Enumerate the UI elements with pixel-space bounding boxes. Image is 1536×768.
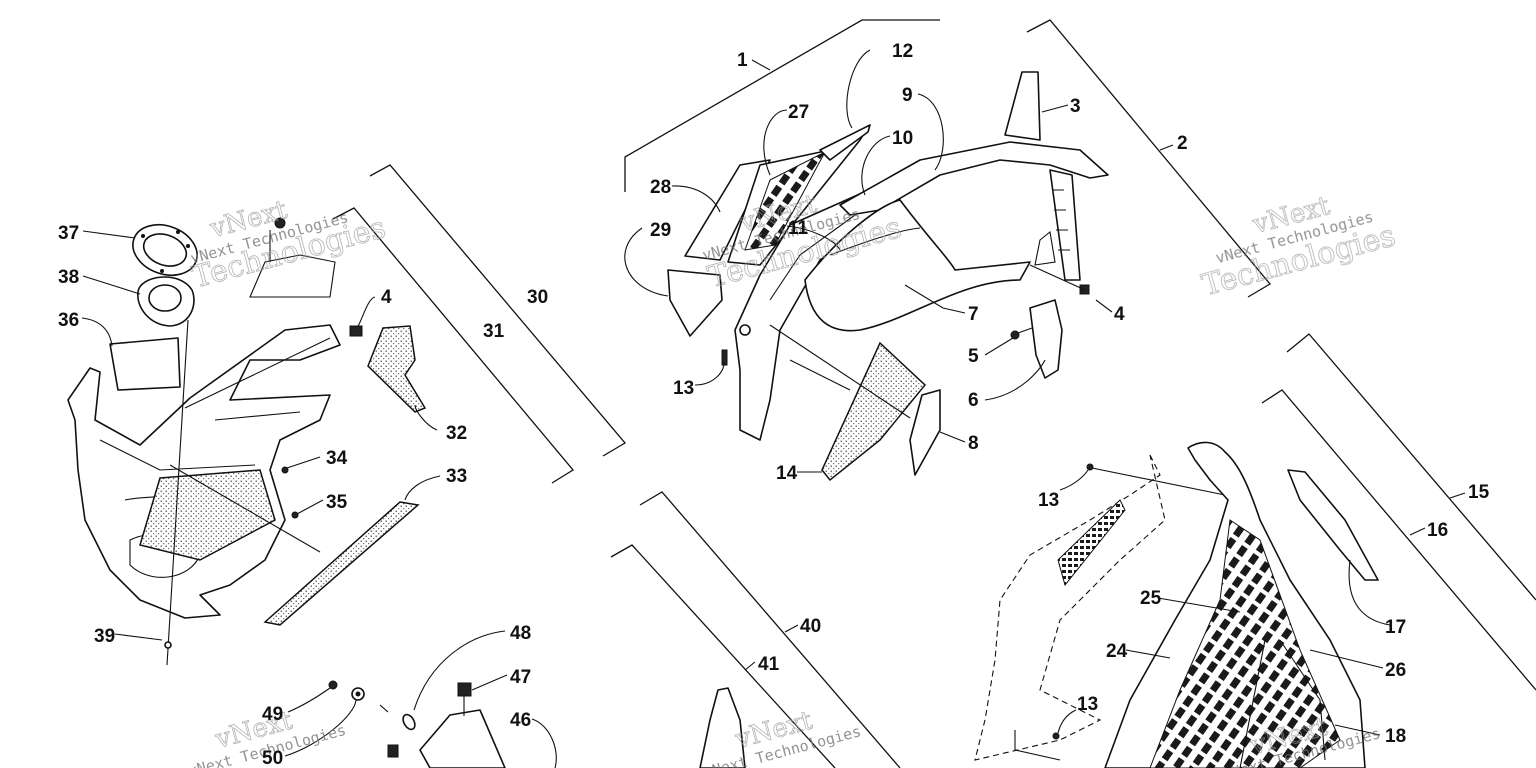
bracket-1 (624, 19, 940, 192)
callout-39: 39 (94, 626, 115, 647)
bracket-40 (639, 491, 901, 768)
foam-33 (263, 501, 420, 626)
panel-28 (684, 159, 771, 261)
dashed-panel-outline (974, 454, 1166, 761)
callout-9: 9 (902, 85, 913, 106)
callout-46: 46 (510, 710, 531, 731)
callout-16: 16 (1427, 520, 1448, 541)
callout-48: 48 (510, 623, 531, 644)
trim-12 (819, 124, 871, 161)
leader-lines (81, 49, 1466, 768)
callout-13: 13 (673, 378, 694, 399)
callout-40: 40 (800, 616, 821, 637)
callout-30: 30 (527, 287, 548, 308)
callout-13: 13 (1077, 694, 1098, 715)
left-shroud-body (67, 324, 341, 619)
center-windshield-assembly (667, 71, 1109, 482)
gauge-bezel-38 (137, 276, 195, 327)
bracket-2 (1026, 19, 1271, 298)
callout-10: 10 (892, 128, 913, 149)
windshield-3 (1004, 71, 1041, 141)
flap-29 (667, 269, 723, 337)
bracket-15 (1286, 333, 1536, 601)
callout-6: 6 (968, 390, 979, 411)
callout-36: 36 (58, 310, 79, 331)
callout-32: 32 (446, 423, 467, 444)
foam-14 (821, 341, 927, 482)
callout-labels: 1 2 3 4 4 5 6 7 8 9 10 11 12 13 13 13 14… (58, 41, 1490, 768)
bottom-center-panel (699, 687, 746, 768)
callout-11: 11 (788, 218, 809, 239)
callout-38: 38 (58, 267, 79, 288)
bracket-41 (610, 544, 836, 768)
callout-26: 26 (1385, 660, 1406, 681)
bottom-left-hardware (328, 680, 506, 768)
callout-5: 5 (968, 346, 979, 367)
callout-2: 2 (1177, 133, 1188, 154)
foam-seal (139, 469, 276, 561)
bracket-6 (1029, 299, 1063, 379)
bracket-8 (909, 389, 941, 476)
right-hood-assembly (974, 441, 1379, 768)
callout-4: 4 (381, 287, 392, 308)
callout-8: 8 (968, 433, 979, 454)
callout-34: 34 (326, 448, 348, 469)
bracket-31 (332, 207, 574, 484)
callout-24: 24 (1106, 641, 1128, 662)
bracket-46 (419, 709, 506, 768)
callout-35: 35 (326, 492, 348, 513)
callout-27: 27 (788, 102, 809, 123)
callout-50: 50 (262, 748, 283, 768)
callout-14: 14 (776, 463, 798, 484)
wire-39 (166, 319, 189, 666)
callout-47: 47 (510, 667, 531, 688)
callout-3: 3 (1070, 96, 1081, 117)
callout-49: 49 (262, 704, 283, 725)
side-fin (1049, 169, 1081, 281)
callout-1: 1 (737, 50, 748, 71)
callout-18: 18 (1385, 726, 1406, 747)
callout-17: 17 (1385, 617, 1406, 638)
inner-panel-7 (804, 199, 1031, 332)
nut-47 (457, 682, 472, 697)
side-panel-41 (699, 687, 746, 768)
callout-13: 13 (1038, 490, 1059, 511)
clip-4-left (349, 325, 363, 337)
callout-15: 15 (1468, 482, 1490, 503)
callout-33: 33 (446, 466, 467, 487)
left-hood-assembly (67, 217, 427, 666)
mount-bracket (249, 254, 336, 298)
callout-12: 12 (892, 41, 913, 62)
callout-7: 7 (968, 304, 979, 325)
callout-28: 28 (650, 177, 671, 198)
callout-25: 25 (1140, 588, 1162, 609)
callout-41: 41 (758, 654, 780, 675)
callout-4: 4 (1114, 304, 1125, 325)
assembly-brackets (332, 19, 1536, 768)
lens-36 (109, 337, 181, 391)
bracket-30 (369, 164, 626, 457)
foam-32 (367, 325, 427, 413)
callout-29: 29 (650, 220, 671, 241)
cowl-9 (839, 141, 1109, 216)
bracket-16 (1261, 389, 1536, 691)
gauge-ring-37 (132, 223, 198, 277)
callout-31: 31 (483, 321, 505, 342)
windshield-17 (1287, 469, 1379, 581)
callout-37: 37 (58, 223, 79, 244)
